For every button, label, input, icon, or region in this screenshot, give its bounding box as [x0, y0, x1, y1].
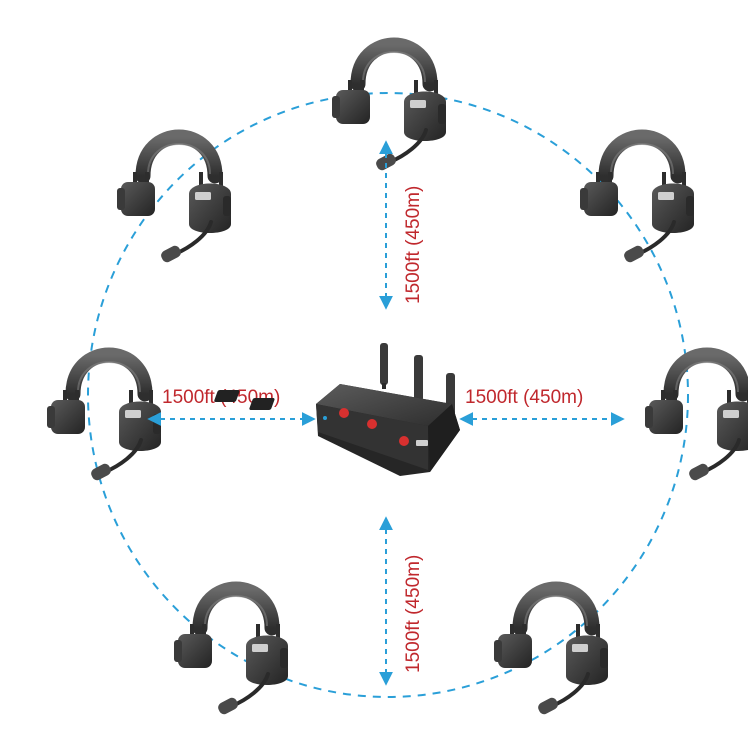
hub-button-2 — [367, 419, 377, 429]
headset-lower-right — [494, 589, 608, 716]
headset-right — [645, 355, 748, 482]
range-label-right: 1500ft (450m) — [465, 387, 583, 408]
headset-top — [332, 45, 446, 172]
headset-upper-right — [580, 137, 694, 264]
range-label-top: 1500ft (450m) — [403, 186, 424, 304]
headset-upper-left — [117, 137, 231, 264]
headset-left — [47, 355, 161, 482]
antenna-left — [380, 343, 388, 385]
hub-button-3 — [399, 436, 409, 446]
antenna-middle — [414, 355, 423, 401]
base-station-hub — [214, 343, 460, 476]
hub-button-1 — [339, 408, 349, 418]
range-label-bottom: 1500ft (450m) — [403, 555, 424, 673]
coverage-circle — [87, 92, 689, 698]
